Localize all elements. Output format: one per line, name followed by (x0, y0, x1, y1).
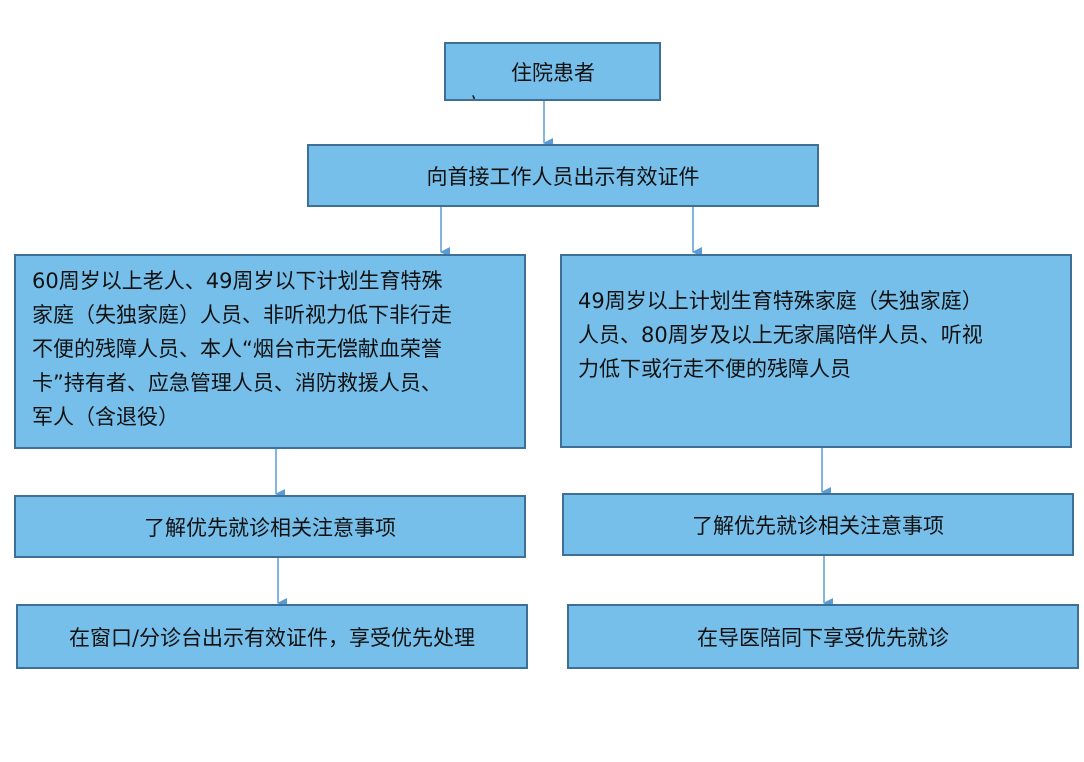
left-final-node: 在窗口/分诊台出示有效证件，享受优先处理 (16, 604, 528, 669)
left-notice-node: 了解优先就诊相关注意事项 (14, 495, 526, 558)
start-node-inpatient: 住院患者 亣 (444, 42, 661, 101)
right-final-label: 在导医陪同下享受优先就诊 (697, 625, 949, 650)
left-eligibility-line: 60周岁以上老人、49周岁以下计划生育特殊 (32, 269, 443, 293)
show-id-node: 向首接工作人员出示有效证件 (307, 144, 819, 207)
left-eligibility-line: 卡”持有者、应急管理人员、消防救援人员、 (32, 371, 442, 395)
start-node-overflow-text: 亣 (463, 90, 484, 99)
right-eligibility-node: 49周岁以上计划生育特殊家庭（失独家庭） 人员、80周岁及以上无家属陪伴人员、听… (560, 254, 1072, 448)
right-eligibility-line: 49周岁以上计划生育特殊家庭（失独家庭） (578, 289, 983, 313)
left-eligibility-line: 不便的残障人员、本人“烟台市无偿献血荣誉 (32, 337, 442, 361)
right-notice-label: 了解优先就诊相关注意事项 (692, 513, 944, 538)
right-eligibility-line: 力低下或行走不便的残障人员 (578, 357, 851, 381)
right-notice-node: 了解优先就诊相关注意事项 (562, 493, 1074, 556)
left-final-label: 在窗口/分诊台出示有效证件，享受优先处理 (68, 625, 476, 650)
right-eligibility-line: 人员、80周岁及以上无家属陪伴人员、听视 (578, 323, 983, 347)
show-id-label: 向首接工作人员出示有效证件 (426, 164, 700, 189)
left-eligibility-line: 家庭（失独家庭）人员、非听视力低下非行走 (32, 303, 452, 327)
left-eligibility-line: 军人（含退役） (32, 405, 179, 429)
right-final-node: 在导医陪同下享受优先就诊 (567, 604, 1079, 669)
left-notice-label: 了解优先就诊相关注意事项 (144, 515, 396, 540)
left-eligibility-node: 60周岁以上老人、49周岁以下计划生育特殊 家庭（失独家庭）人员、非听视力低下非… (14, 254, 526, 449)
start-node-label: 住院患者 (511, 61, 595, 85)
